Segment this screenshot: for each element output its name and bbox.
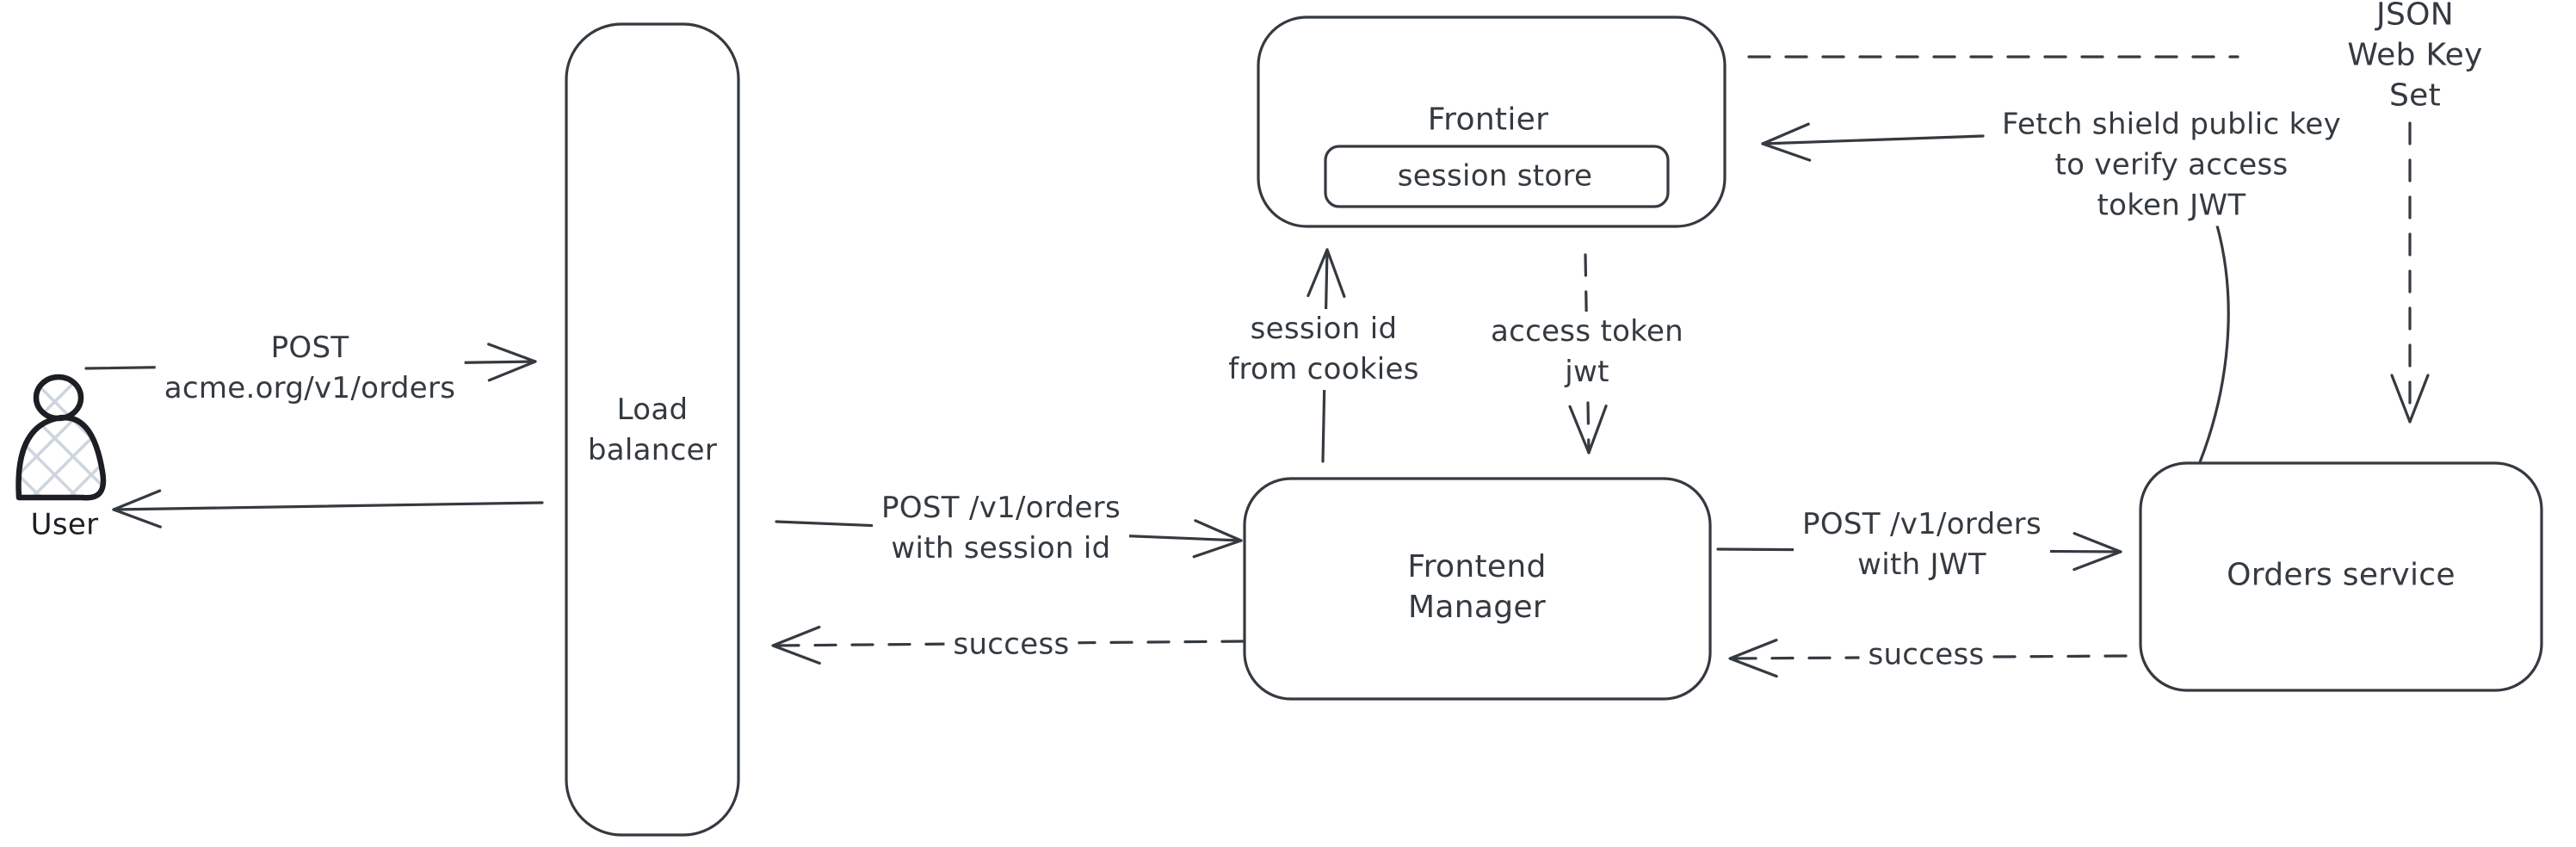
- orders-service-label: Orders service: [2227, 557, 2456, 593]
- node-frontend-manager: [1243, 477, 1712, 701]
- edge-orders-service-to-frontier-arrow: [1761, 122, 1985, 162]
- edge-label-fetch-shield-public-key: Fetch shield public key to verify access…: [1993, 104, 2350, 226]
- user-icon: [15, 374, 107, 501]
- session-store-label: session store: [1397, 158, 1593, 194]
- edge-label-post-orders-session-id: POST /v1/orders with session id: [873, 488, 1129, 569]
- frontier-label: Frontier: [1427, 102, 1549, 138]
- edge-label-access-token-jwt: access token jwt: [1481, 312, 1693, 393]
- edge-orders-service-to-frontier-curve: [2198, 224, 2230, 464]
- user-label: User: [30, 507, 99, 542]
- frontend-manager-label: Frontend Manager: [1407, 549, 1547, 625]
- edge-label-success-right: success: [1859, 634, 1993, 676]
- edge-label-success-left: success: [944, 624, 1078, 665]
- node-orders-service: [2139, 461, 2543, 692]
- node-load-balancer: [565, 22, 740, 837]
- edge-load-balancer-to-user: [112, 489, 544, 529]
- edge-label-post-acme-orders: POST acme.org/v1/orders: [155, 328, 465, 409]
- edge-label-post-orders-with-jwt: POST /v1/orders with JWT: [1794, 504, 2050, 585]
- edge-label-session-id-from-cookies: session id from cookies: [1220, 309, 1428, 390]
- edge-frontier-to-frontend-manager: [1568, 253, 1608, 454]
- node-session-store: [1324, 145, 1670, 208]
- node-frontier: [1257, 15, 1727, 228]
- jwks-label: JSON Web Key Set: [2334, 0, 2496, 116]
- load-balancer-label: Load balancer: [587, 393, 718, 467]
